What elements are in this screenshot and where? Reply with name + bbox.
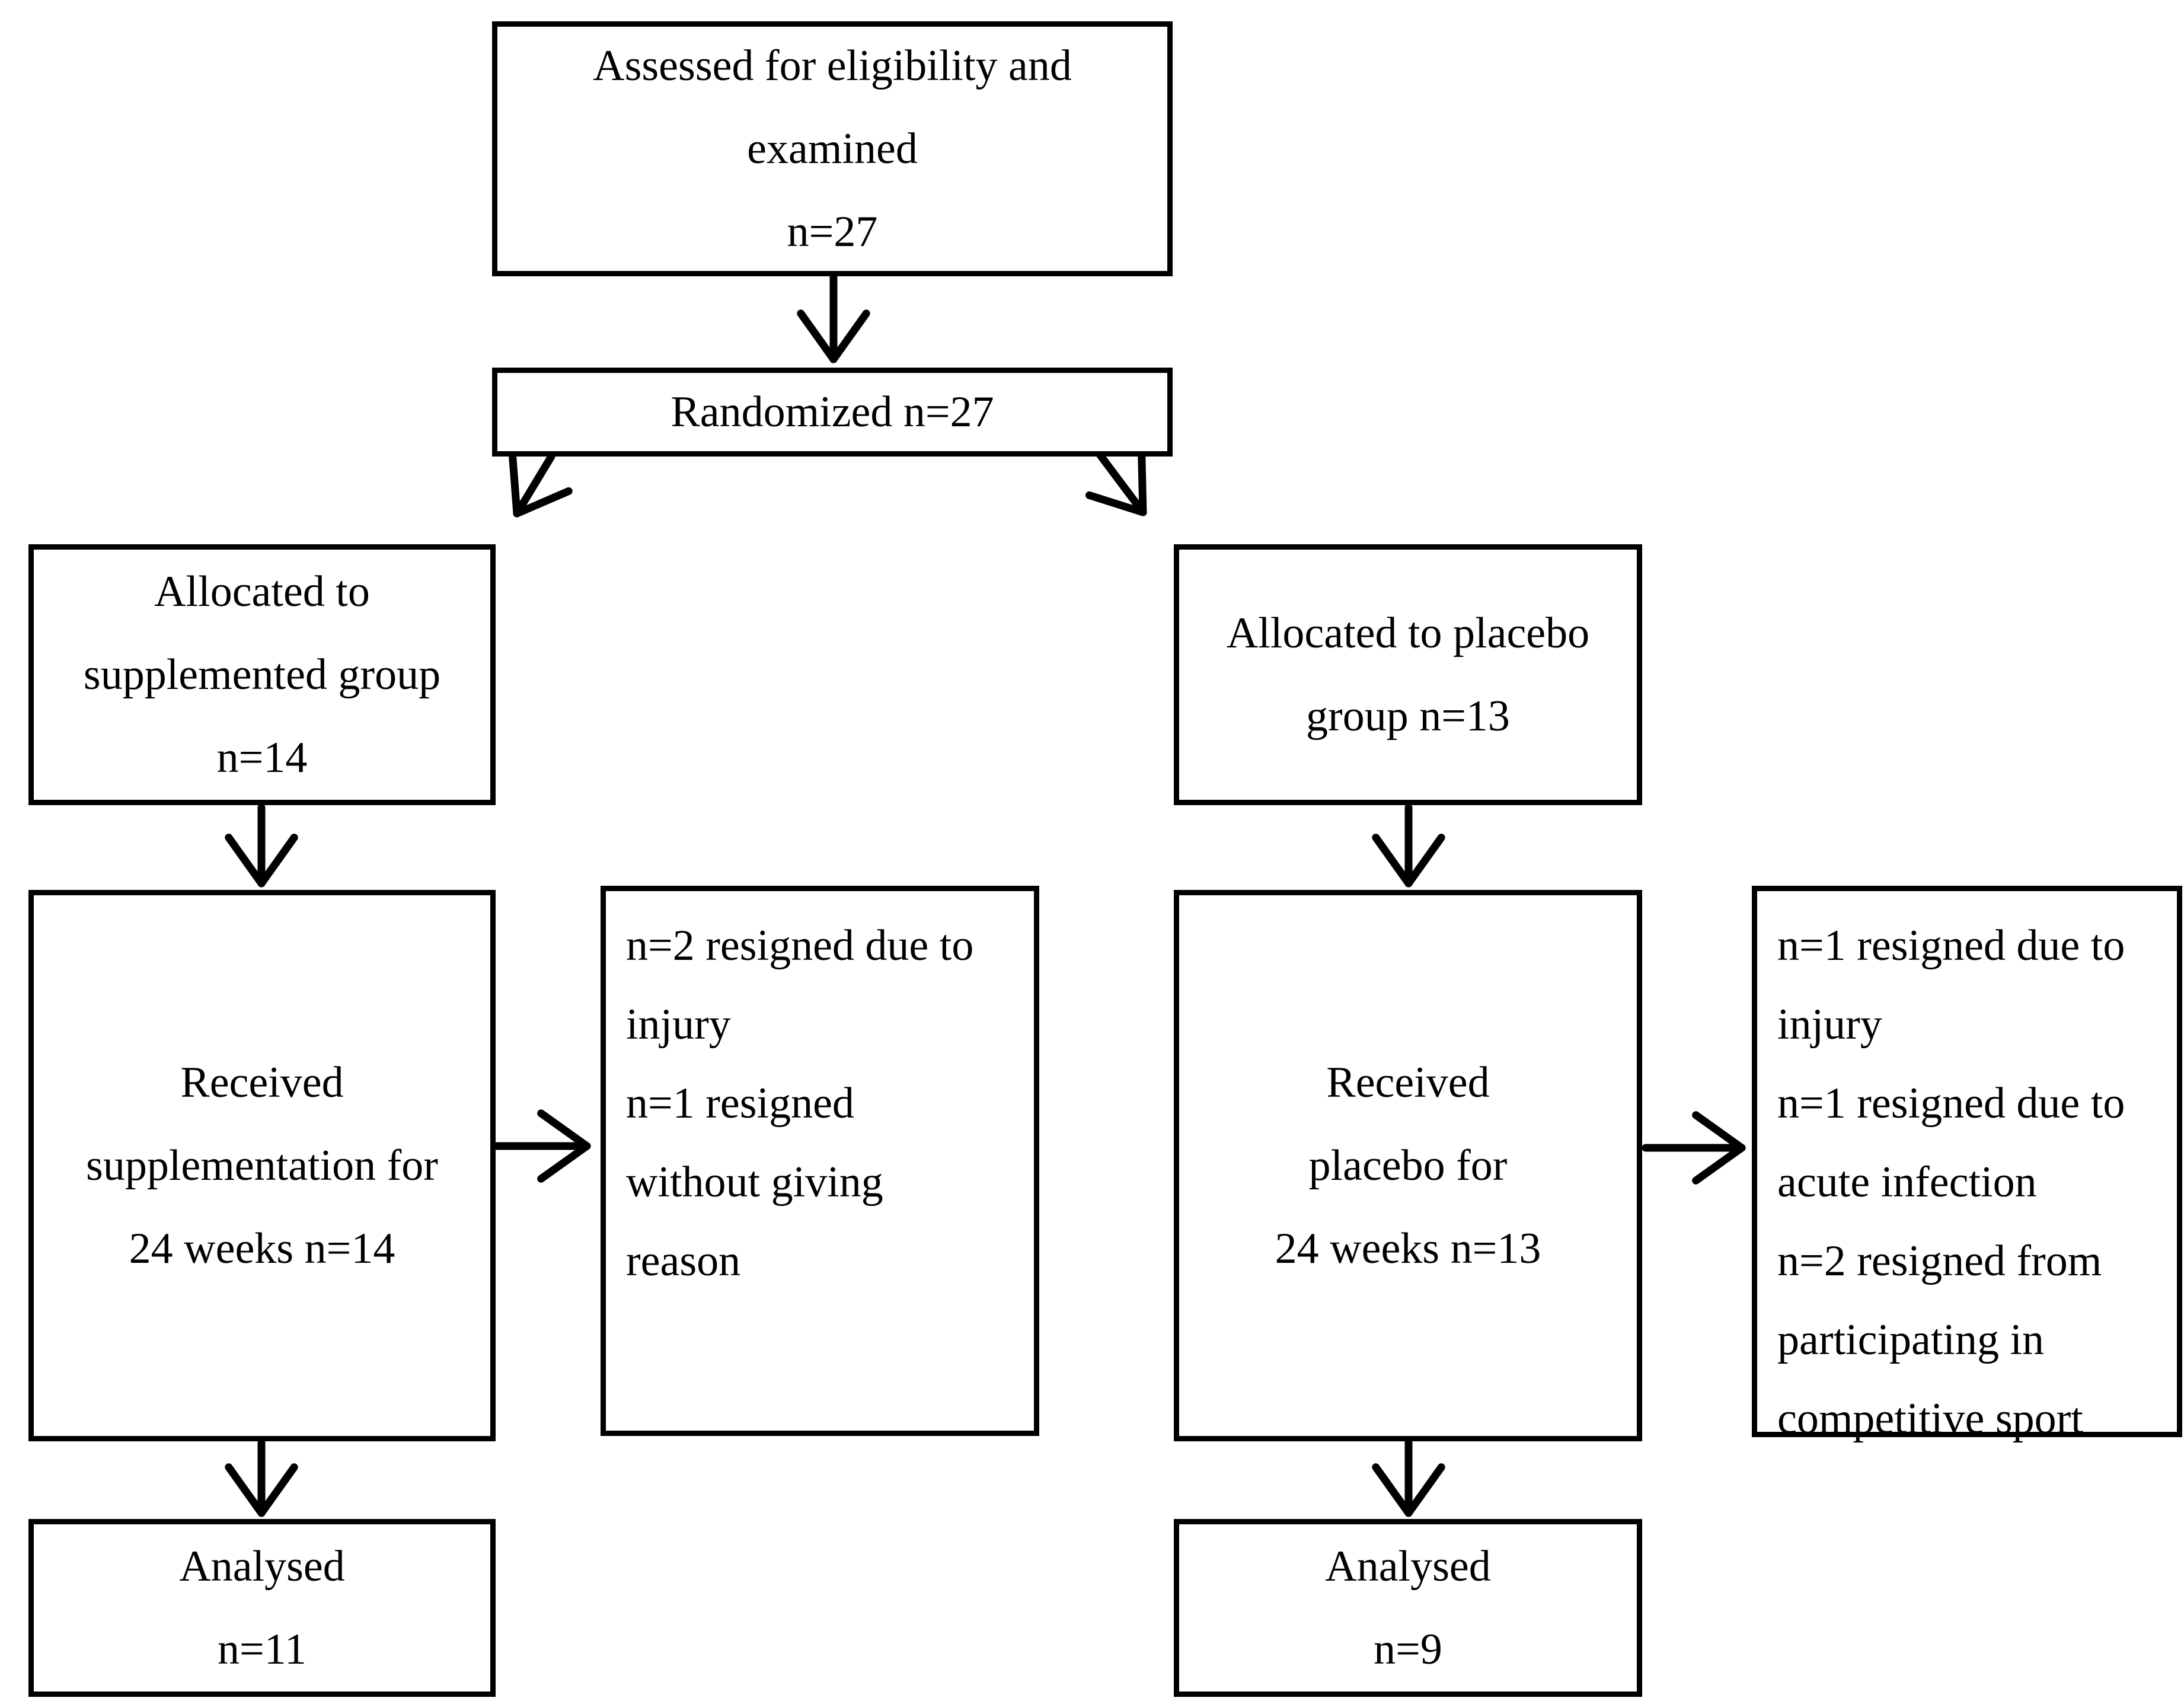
box-supplemented-dropout-reasons: n=2 resigned due to injury n=1 resigned wit…	[601, 886, 1039, 1436]
arrow-received-supplementation-to-dropouts	[493, 1109, 591, 1183]
box-text-line: n=9	[1374, 1625, 1442, 1674]
box-received-supplementation: Received supplementation for 24 weeks n=14	[28, 890, 496, 1441]
box-text-line: reason	[626, 1237, 741, 1285]
box-text-line: Received	[1326, 1058, 1490, 1107]
box-text-line: n=14	[216, 733, 308, 782]
arrow-received-placebo-to-analysed	[1372, 1438, 1445, 1517]
box-text-line: Allocated to	[154, 567, 370, 616]
box-text-line: Analysed	[1325, 1542, 1491, 1591]
box-text-line: acute infection	[1777, 1158, 2037, 1207]
box-analysed-placebo: Analysed n=9	[1174, 1519, 1642, 1697]
box-text-line: supplemented group	[83, 650, 441, 699]
box-text-line: without giving	[626, 1158, 883, 1207]
box-text-line: 24 weeks n=14	[129, 1224, 395, 1273]
arrow-allocated-supplemented-to-received	[225, 803, 298, 888]
arrow-randomized-to-supplemented	[509, 452, 573, 518]
box-text-line: placebo for	[1308, 1141, 1508, 1190]
box-text-line: injury	[626, 1000, 731, 1049]
box-text-line: Assessed for eligibility and	[593, 42, 1072, 90]
box-text-line: Received	[180, 1058, 344, 1107]
box-randomized: Randomized n=27	[492, 368, 1173, 457]
box-text-line: injury	[1777, 1000, 1882, 1049]
box-text-line: n=11	[218, 1625, 306, 1674]
box-allocated-supplemented-group: Allocated to supplemented group n=14	[28, 544, 496, 805]
box-text-line: n=2 resigned due to	[626, 921, 974, 970]
box-text-line: n=2 resigned from	[1777, 1237, 2102, 1285]
box-allocated-placebo-group: Allocated to placebo group n=13	[1174, 544, 1642, 805]
arrow-received-supplementation-to-analysed	[225, 1438, 298, 1517]
box-placebo-dropout-reasons: n=1 resigned due to injury n=1 resigned du…	[1752, 886, 2182, 1443]
box-text-line: participating in	[1777, 1316, 2045, 1364]
box-text-line: n=1 resigned	[626, 1079, 854, 1128]
box-text-line: 24 weeks n=13	[1275, 1224, 1541, 1273]
box-text-line: examined	[747, 125, 918, 173]
box-text-line: Analysed	[179, 1542, 345, 1591]
box-text-line: n=1 resigned due to	[1777, 921, 2125, 970]
box-text-line: n=27	[787, 208, 878, 256]
box-text-line: supplementation for	[86, 1141, 438, 1190]
arrow-assessed-to-randomized	[797, 273, 870, 363]
box-text-line: competitive sport	[1777, 1394, 2083, 1443]
arrow-received-placebo-to-dropouts	[1642, 1111, 1746, 1185]
box-text-line: Randomized n=27	[670, 388, 994, 436]
arrow-randomized-to-placebo	[1085, 451, 1147, 516]
arrow-allocated-placebo-to-received	[1372, 803, 1445, 888]
box-text-line: n=1 resigned due to	[1777, 1079, 2125, 1128]
box-assessed-for-eligibility: Assessed for eligibility and examined n=27	[492, 21, 1173, 276]
box-received-placebo: Received placebo for 24 weeks n=13	[1174, 890, 1642, 1441]
box-text-line: group n=13	[1306, 692, 1510, 741]
box-analysed-supplemented: Analysed n=11	[28, 1519, 496, 1697]
box-text-line: Allocated to placebo	[1226, 609, 1590, 658]
